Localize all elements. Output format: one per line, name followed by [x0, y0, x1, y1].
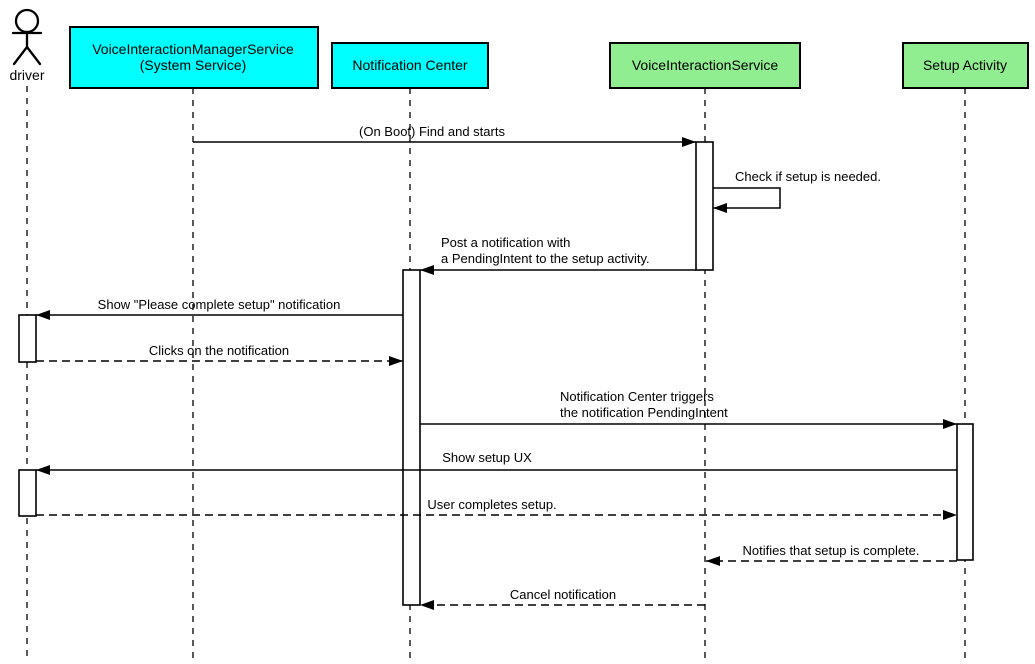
actor-driver: driver: [9, 8, 45, 83]
message-label: Post a notification with: [441, 235, 570, 250]
participant-box: [69, 26, 319, 89]
message-8: Notifies that setup is complete.: [706, 543, 957, 566]
message-label: a PendingIntent to the setup activity.: [441, 251, 650, 266]
participant-label: (System Service): [140, 57, 247, 73]
actor-label: driver: [9, 67, 44, 83]
message-label: (On Boot) Find and starts: [359, 124, 505, 139]
participant-label: VoiceInteractionManagerService: [92, 41, 294, 57]
activation-bar-driver: [18, 314, 37, 363]
message-1: Check if setup is needed.: [713, 169, 881, 213]
message-4: Clicks on the notification: [36, 343, 403, 366]
message-label: Clicks on the notification: [149, 343, 289, 358]
participant-label: Notification Center: [352, 57, 468, 73]
message-label: Show "Please complete setup" notificatio…: [98, 297, 341, 312]
actor-head-icon: [14, 8, 40, 34]
message-label: Check if setup is needed.: [735, 169, 881, 184]
self-message-arrow: [713, 187, 781, 213]
participant-setup-activity: Setup Activity: [902, 42, 1029, 89]
activation-bar-setup-activity: [956, 423, 974, 561]
message-label: Notification Center triggers: [560, 389, 714, 404]
message-7: User completes setup.: [36, 497, 957, 520]
message-label: User completes setup.: [427, 497, 556, 512]
activation-bar-voice-interaction-service: [695, 141, 714, 271]
participants-layer: VoiceInteractionManagerService(System Se…: [9, 8, 1029, 89]
message-label: Show setup UX: [442, 450, 532, 465]
message-label: the notification PendingIntent: [560, 405, 728, 420]
participant-box: [331, 42, 489, 89]
participant-box: [902, 42, 1029, 89]
participant-voice-interaction-manager-service: VoiceInteractionManagerService(System Se…: [69, 26, 319, 89]
participant-box: [609, 42, 801, 89]
participant-label: VoiceInteractionService: [632, 57, 779, 73]
actor-right-leg-icon: [25, 45, 42, 66]
participant-voice-interaction-service: VoiceInteractionService: [609, 42, 801, 89]
message-0: (On Boot) Find and starts: [193, 124, 696, 147]
activation-bar-notification-center: [402, 269, 421, 606]
message-label: Notifies that setup is complete.: [742, 543, 919, 558]
actor-left-leg-icon: [12, 45, 29, 66]
message-6: Show setup UX: [36, 450, 957, 475]
message-3: Show "Please complete setup" notificatio…: [36, 297, 403, 320]
activation-bar-driver: [18, 469, 37, 517]
message-9: Cancel notification: [420, 587, 705, 610]
participant-label: Setup Activity: [923, 57, 1007, 73]
activations-layer: [18, 141, 974, 606]
participant-notification-center: Notification Center: [331, 42, 489, 89]
message-label: Cancel notification: [510, 587, 616, 602]
